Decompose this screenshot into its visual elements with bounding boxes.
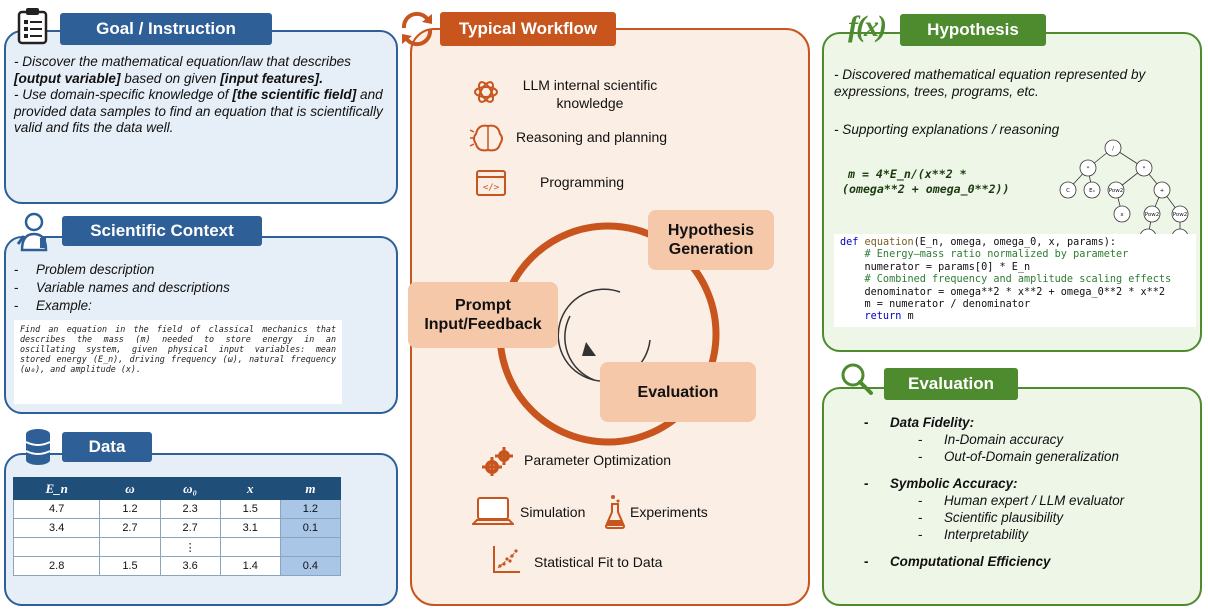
list-item: Problem description xyxy=(10,262,390,280)
goal-title: Goal / Instruction xyxy=(60,13,272,45)
code-window-icon: </> xyxy=(476,170,506,196)
cell: 0.4 xyxy=(279,556,342,576)
context-title: Scientific Context xyxy=(62,216,262,246)
list-item: Symbolic Accuracy: xyxy=(864,475,1194,492)
clipboard-icon xyxy=(17,8,48,45)
tree-node: x xyxy=(1120,212,1124,218)
hypothesis-title: Hypothesis xyxy=(900,14,1046,46)
workflow-title: Typical Workflow xyxy=(440,12,616,46)
tree-node: * xyxy=(1087,166,1090,172)
data-title: Data xyxy=(62,432,152,462)
openai-icon xyxy=(474,81,498,103)
list-item: Variable names and descriptions xyxy=(10,280,390,298)
list-item: Human expert / LLM evaluator xyxy=(864,492,1194,509)
hypothesis-code: def equation(E_n, omega, omega_0, x, par… xyxy=(834,234,1196,327)
hypothesis-line1: - Discovered mathematical equation repre… xyxy=(834,67,1146,99)
fx-logo: f(x) xyxy=(848,10,887,43)
scientist-icon xyxy=(16,212,48,252)
hypothesis-equation: m = 4*E_n/(x**2 * (omega**2 + omega_0**2… xyxy=(842,167,1010,196)
tool-reasoning-label: Reasoning and planning xyxy=(516,129,668,145)
cell: 1.2 xyxy=(99,499,161,519)
list-item: Interpretability xyxy=(864,526,1194,543)
list-item: Scientific plausibility xyxy=(864,509,1194,526)
tree-node: Pow2 xyxy=(1145,212,1159,218)
tool-stat-label: Statistical Fit to Data xyxy=(534,554,663,570)
brain-icon xyxy=(469,124,503,152)
tree-node: / xyxy=(1112,146,1114,152)
hypothesis-line2: - Supporting explanations / reasoning xyxy=(834,122,1060,137)
header-cell: ω₀ xyxy=(159,477,221,500)
cell: 4.7 xyxy=(12,499,101,519)
cell: 2.3 xyxy=(159,499,221,519)
cell: 3.1 xyxy=(219,518,281,538)
tool-experiments-label: Experiments xyxy=(630,504,708,520)
tool-programming-label: Programming xyxy=(540,174,625,190)
evaluation-box: Evaluation xyxy=(600,362,756,422)
list-item: In-Domain accuracy xyxy=(864,431,1194,448)
cell: 2.8 xyxy=(12,556,101,576)
cell: 1.2 xyxy=(279,499,342,519)
cell: 1.4 xyxy=(219,556,281,576)
context-example: Find an equation in the field of classic… xyxy=(14,320,342,404)
cell: 3.6 xyxy=(159,556,221,576)
tool-llm-label: LLM internal scientific knowledge xyxy=(522,77,658,111)
flask-icon xyxy=(604,495,626,529)
goal-text: - Discover the mathematical equation/law… xyxy=(14,54,383,136)
database-icon xyxy=(25,429,51,465)
cell: 1.5 xyxy=(219,499,281,519)
header-cell: m xyxy=(279,477,342,500)
cell xyxy=(279,537,342,557)
cycle-icon xyxy=(401,11,433,47)
tool-param-label: Parameter Optimization xyxy=(524,452,672,468)
cell xyxy=(12,537,101,557)
laptop-icon xyxy=(472,497,514,525)
header-cell: ω xyxy=(99,477,161,500)
header-cell: E_n xyxy=(12,477,101,500)
list-item: Out-of-Domain generalization xyxy=(864,448,1194,465)
evaluation-title: Evaluation xyxy=(884,368,1018,400)
tree-node: Pow2 xyxy=(1109,188,1123,194)
tree-node: + xyxy=(1160,188,1165,194)
cell: 2.7 xyxy=(99,518,161,538)
table-row: ⋮ xyxy=(12,537,342,557)
gears-icon xyxy=(482,447,513,476)
tree-node: C xyxy=(1066,188,1070,194)
tool-simulation-label: Simulation xyxy=(520,504,586,520)
cell xyxy=(99,537,161,557)
cell: 0.1 xyxy=(279,518,342,538)
magnifier-icon xyxy=(841,363,873,395)
cell xyxy=(219,537,281,557)
expression-tree: / * * C Eₙ Pow2 + x Pow2 Pow2 ω ω₀ xyxy=(1059,139,1189,246)
list-item: Computational Efficiency xyxy=(864,553,1194,570)
scatter-plot-icon xyxy=(493,546,520,573)
svg-text:</>: </> xyxy=(483,183,500,193)
goal-panel xyxy=(4,30,398,204)
tree-node: Eₙ xyxy=(1089,188,1095,194)
tree-node: Pow2 xyxy=(1173,212,1187,218)
table-header-row: E_n ω ω₀ x m xyxy=(12,477,342,500)
hypothesis-generation-box: Hypothesis Generation xyxy=(648,210,774,270)
cell: 2.7 xyxy=(159,518,221,538)
cell: 1.5 xyxy=(99,556,161,576)
cell: ⋮ xyxy=(159,537,221,557)
header-cell: x xyxy=(219,477,281,500)
context-list: Problem description Variable names and d… xyxy=(10,262,390,314)
evaluation-list: Data Fidelity: In-Domain accuracy Out-of… xyxy=(864,414,1194,570)
prompt-feedback-box: Prompt Input/Feedback xyxy=(408,282,558,348)
list-item: Data Fidelity: xyxy=(864,414,1194,431)
list-item: Example: xyxy=(10,298,390,314)
tree-node: * xyxy=(1143,166,1146,172)
cell: 3.4 xyxy=(12,518,101,538)
